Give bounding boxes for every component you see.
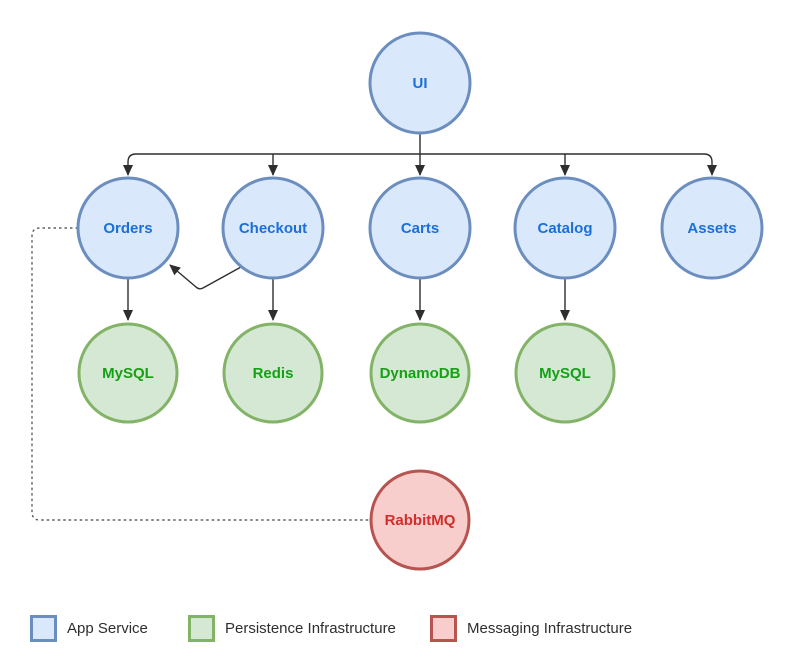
node-orders: Orders <box>76 176 180 280</box>
redis-circle <box>222 322 324 424</box>
node-rabbitmq: RabbitMQ <box>369 469 471 571</box>
catalog-circle <box>513 176 617 280</box>
edge-bus-left-to-orders <box>123 153 420 176</box>
edge-orders-to-rabbitmq <box>31 227 369 521</box>
edges-layer <box>31 133 717 521</box>
mysql-orders-circle <box>77 322 179 424</box>
mysql-orders-label: MySQL <box>102 365 154 382</box>
carts-circle <box>368 176 472 280</box>
legend-item-app-service: App Service <box>30 615 148 642</box>
persistence-swatch <box>188 615 215 642</box>
carts-label: Carts <box>401 220 439 237</box>
messaging-swatch <box>430 615 457 642</box>
dynamodb-label: DynamoDB <box>380 365 461 382</box>
edge-checkout-to-orders <box>169 264 242 290</box>
node-checkout: Checkout <box>221 176 325 280</box>
node-assets: Assets <box>660 176 764 280</box>
ui-label: UI <box>413 75 428 92</box>
legend-item-messaging: Messaging Infrastructure <box>430 615 632 642</box>
checkout-circle <box>221 176 325 280</box>
dynamodb-circle <box>369 322 471 424</box>
node-ui: UI <box>368 31 472 135</box>
node-redis: Redis <box>222 322 324 424</box>
node-mysql-orders: MySQL <box>77 322 179 424</box>
node-catalog: Catalog <box>513 176 617 280</box>
orders-label: Orders <box>103 220 152 237</box>
persistence-label: Persistence Infrastructure <box>225 620 396 637</box>
assets-circle <box>660 176 764 280</box>
node-dynamodb: DynamoDB <box>369 322 471 424</box>
redis-label: Redis <box>253 365 294 382</box>
messaging-label: Messaging Infrastructure <box>467 620 633 637</box>
mysql-catalog-circle <box>514 322 616 424</box>
assets-label: Assets <box>687 220 736 237</box>
ui-circle <box>368 31 472 135</box>
node-carts: Carts <box>368 176 472 280</box>
rabbitmq-circle <box>369 469 471 571</box>
node-mysql-catalog: MySQL <box>514 322 616 424</box>
mysql-catalog-label: MySQL <box>539 365 591 382</box>
rabbitmq-label: RabbitMQ <box>385 512 456 529</box>
orders-circle <box>76 176 180 280</box>
app-service-label: App Service <box>67 620 148 637</box>
catalog-label: Catalog <box>537 220 592 237</box>
checkout-label: Checkout <box>239 220 307 237</box>
edge-bus-right-to-assets <box>420 153 717 176</box>
legend-item-persistence: Persistence Infrastructure <box>188 615 396 642</box>
app-service-swatch <box>30 615 57 642</box>
